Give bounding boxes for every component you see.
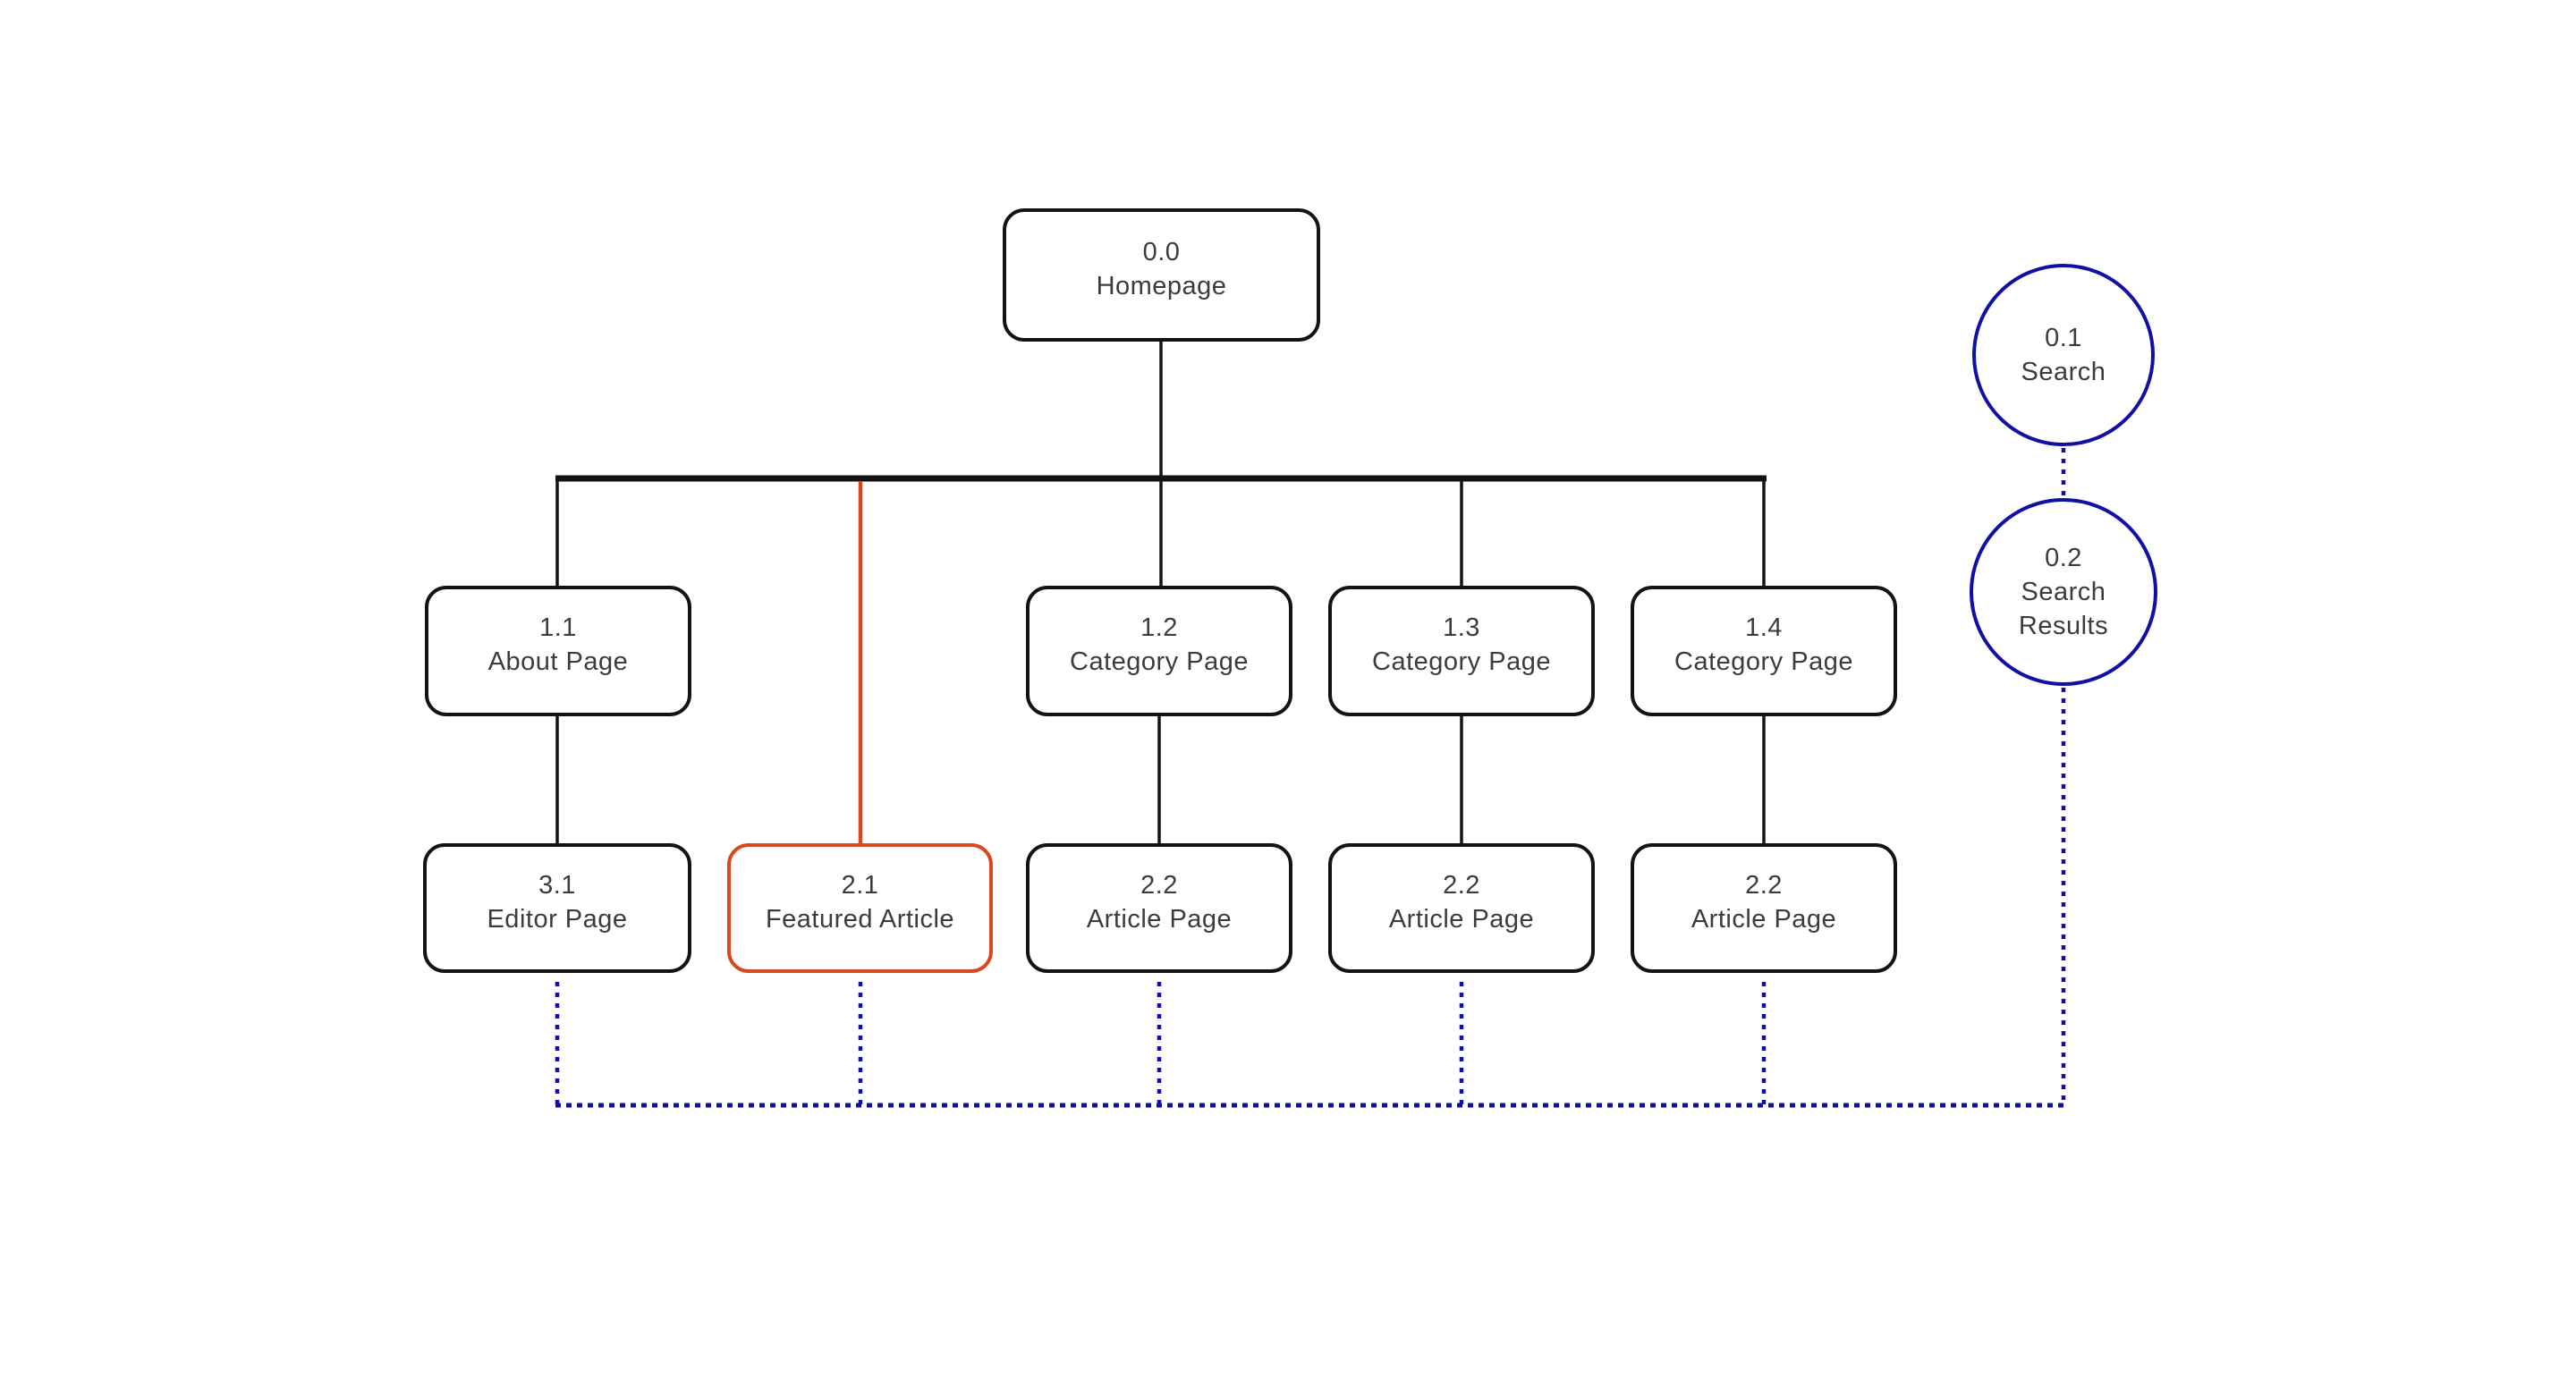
node-number: 1.4 xyxy=(1745,613,1783,642)
node-number: 0.0 xyxy=(1142,237,1181,266)
node-article-page-1: 2.2 Article Page xyxy=(1026,843,1292,973)
black-tree-connectors xyxy=(555,342,1767,843)
node-number: 1.3 xyxy=(1443,613,1480,642)
blue-dashed-connectors xyxy=(555,448,2066,1108)
node-homepage: 0.0 Homepage xyxy=(1003,208,1320,342)
node-label: Article Page xyxy=(1388,904,1535,934)
node-number: 0.2 xyxy=(2045,544,2082,572)
node-label: Article Page xyxy=(1690,904,1837,934)
node-label: About Page xyxy=(487,647,629,676)
node-category-page-1: 1.2 Category Page xyxy=(1026,586,1292,716)
node-editor-page: 3.1 Editor Page xyxy=(423,843,691,973)
node-category-page-3: 1.4 Category Page xyxy=(1631,586,1897,716)
node-article-page-3: 2.2 Article Page xyxy=(1631,843,1897,973)
node-label: Editor Page xyxy=(487,904,628,934)
node-search-results: 0.2 Search Results xyxy=(1970,498,2157,686)
node-category-page-2: 1.3 Category Page xyxy=(1328,586,1595,716)
node-number: 2.2 xyxy=(1745,870,1783,900)
node-number: 0.1 xyxy=(2045,324,2082,352)
node-label: Search xyxy=(2021,358,2106,386)
node-number: 1.2 xyxy=(1140,613,1178,642)
node-label: Category Page xyxy=(1674,647,1853,676)
node-number: 1.1 xyxy=(539,613,577,642)
node-featured-article: 2.1 Featured Article xyxy=(727,843,993,973)
node-number: 2.2 xyxy=(1443,870,1480,900)
node-label: Search Results xyxy=(2018,578,2109,640)
node-number: 2.1 xyxy=(841,870,879,900)
node-label: Category Page xyxy=(1372,647,1551,676)
node-search: 0.1 Search xyxy=(1972,264,2155,446)
node-label: Article Page xyxy=(1086,904,1233,934)
node-label: Homepage xyxy=(1096,271,1227,300)
node-label: Category Page xyxy=(1070,647,1249,676)
node-label: Featured Article xyxy=(765,904,955,934)
node-article-page-2: 2.2 Article Page xyxy=(1328,843,1595,973)
node-about-page: 1.1 About Page xyxy=(425,586,691,716)
node-number: 2.2 xyxy=(1140,870,1178,900)
node-number: 3.1 xyxy=(538,870,576,900)
